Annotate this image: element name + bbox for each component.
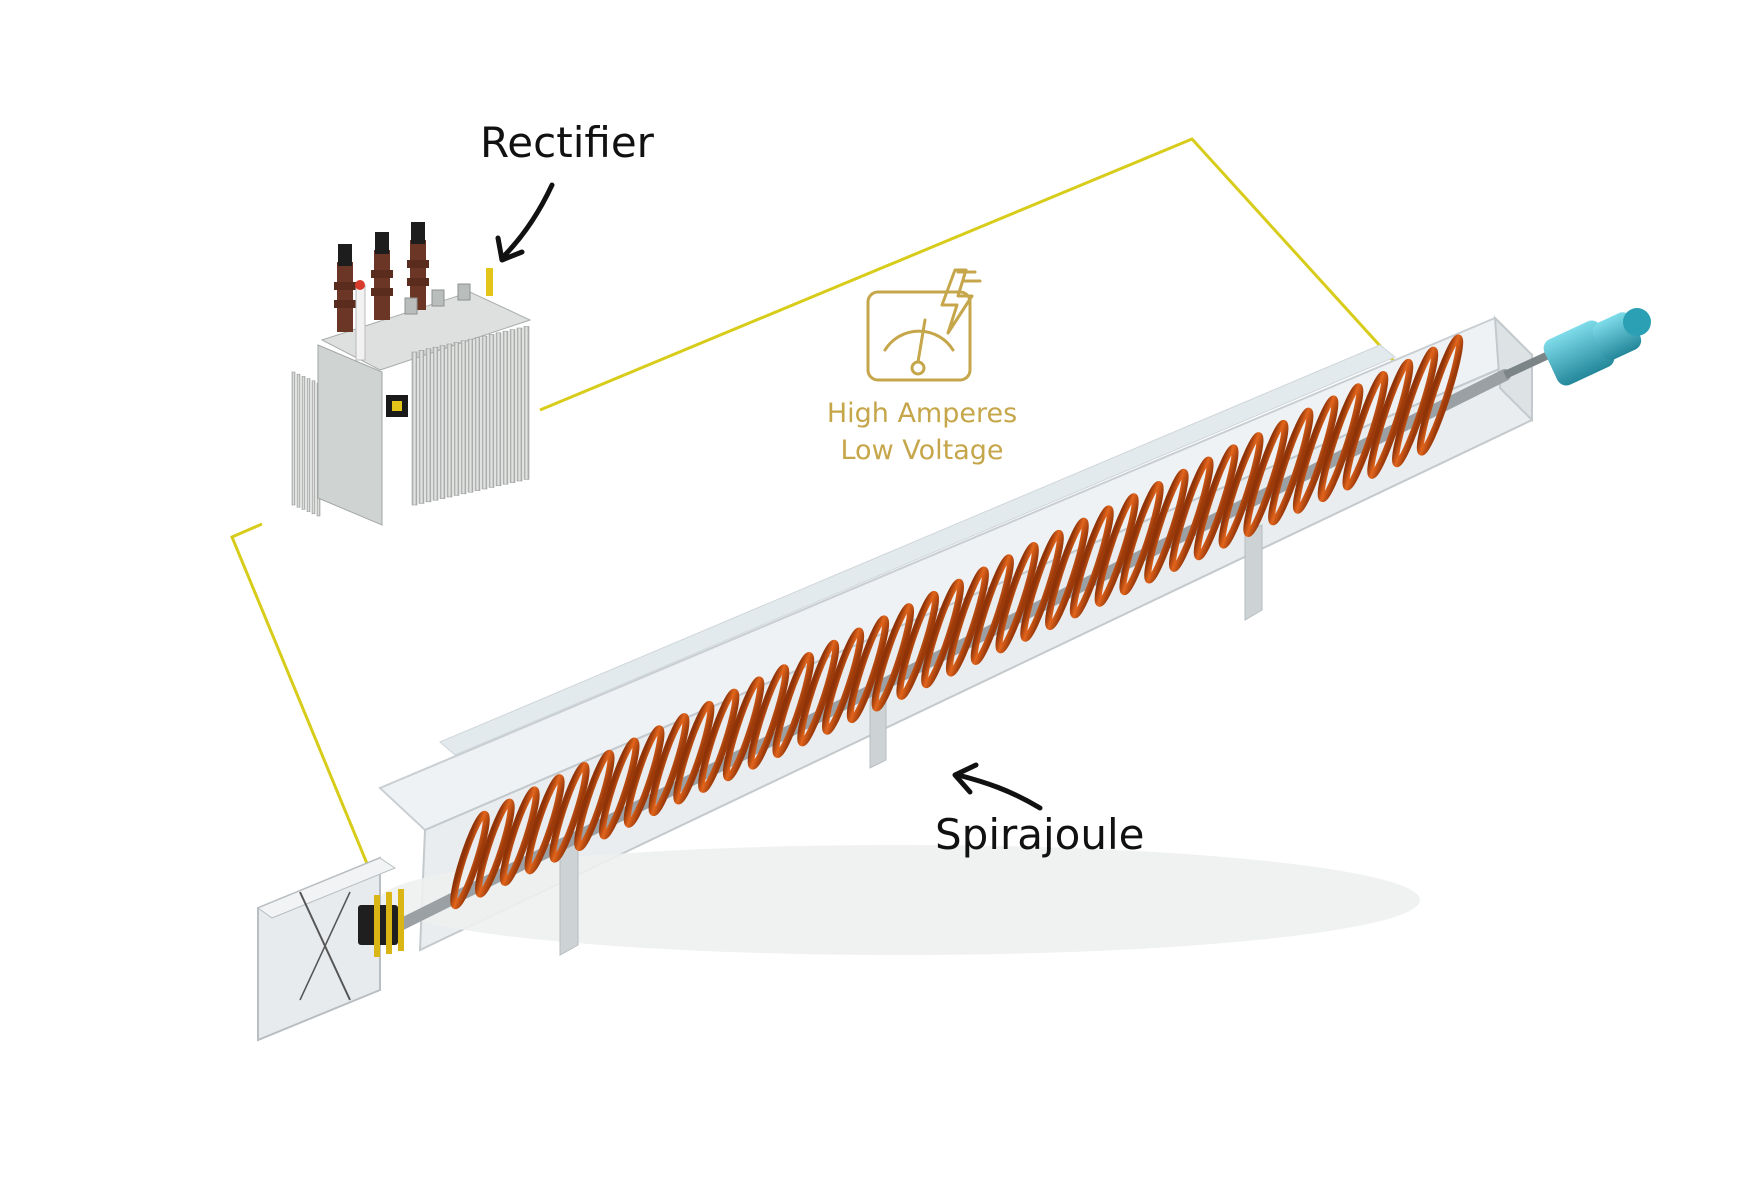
- spirajoule-label: Spirajoule: [935, 810, 1145, 859]
- coil-loop: [822, 627, 865, 735]
- coil-loop: [747, 664, 790, 770]
- coil-loop: [1218, 432, 1264, 549]
- cooling-fin: [460, 340, 467, 495]
- info-line-1: High Amperes: [826, 398, 1018, 429]
- cooling-fin: [306, 378, 311, 512]
- cooling-fin: [439, 345, 446, 499]
- cooling-fin: [516, 327, 523, 482]
- coil-loop: [1094, 493, 1139, 607]
- cooling-fins-right: [411, 326, 530, 506]
- cooling-fin: [425, 348, 432, 503]
- coil-loop: [1367, 358, 1414, 479]
- coil-loop: [1292, 395, 1339, 514]
- electric-meter-icon: [866, 268, 982, 382]
- cooling-fin: [418, 350, 425, 504]
- coil-loop: [1119, 480, 1164, 596]
- coil-loop: [772, 651, 815, 759]
- coil-loop: [1317, 383, 1364, 503]
- cooling-fin: [502, 330, 509, 485]
- coil-loop: [450, 810, 490, 910]
- bushings: [334, 222, 493, 361]
- coil-loop: [598, 737, 640, 840]
- floor-shadow: [380, 845, 1420, 955]
- rectifier-label: Rectifier: [480, 118, 654, 167]
- coil-loop: [524, 774, 565, 875]
- coil-loop: [673, 700, 715, 805]
- cooling-fin: [467, 338, 474, 493]
- cooling-fin: [523, 326, 530, 480]
- cooling-fin: [488, 334, 495, 488]
- cooling-fins-left: [291, 371, 321, 517]
- coil-loop: [1193, 444, 1239, 561]
- coil-loop: [797, 639, 840, 747]
- coil-loop: [698, 688, 740, 793]
- coil-loop: [921, 578, 964, 689]
- cooling-fin: [301, 376, 306, 510]
- coil-loop: [499, 786, 540, 886]
- coil-loop: [896, 590, 940, 700]
- power-info-label: High Amperes Low Voltage: [817, 395, 1027, 469]
- outlet-box: [256, 856, 397, 1042]
- spiral-coil: [450, 334, 1464, 910]
- hand-drawn-arrow-icon: [955, 772, 1043, 811]
- coil-loop: [648, 713, 690, 817]
- coil-loop: [995, 542, 1039, 654]
- rectifier-unit: [291, 222, 532, 526]
- coil-loop: [1342, 371, 1389, 491]
- wire-upper: [539, 137, 1404, 412]
- cooling-fin: [446, 343, 453, 498]
- coil-loop: [1144, 468, 1189, 584]
- coil-loop: [722, 676, 765, 782]
- arrow-head-rectifier: [495, 235, 525, 263]
- cooling-fin: [432, 346, 439, 501]
- info-line-2: Low Voltage: [840, 435, 1004, 466]
- hand-drawn-arrow-icon: [499, 182, 555, 261]
- coil-loop: [1268, 407, 1314, 526]
- coil-loop: [846, 615, 890, 724]
- cooling-fin: [296, 373, 301, 508]
- arrow-head-spirajoule: [952, 762, 979, 795]
- coil-loop: [475, 798, 515, 898]
- coil-loop: [1416, 334, 1464, 456]
- cooling-fin: [311, 380, 316, 515]
- coil-loop: [1392, 346, 1439, 468]
- coil-loop: [623, 725, 665, 828]
- coil-loop: [970, 554, 1014, 665]
- cooling-fin: [481, 335, 488, 490]
- coil-loop: [574, 749, 615, 852]
- coil-loop: [1045, 517, 1089, 631]
- housing-top-trim: [439, 344, 1396, 756]
- current-connector: [358, 889, 404, 957]
- wire-lower: [230, 522, 382, 896]
- coil-loop: [945, 566, 989, 677]
- coil-loop: [1020, 529, 1064, 642]
- cooling-fin: [509, 329, 516, 483]
- cooling-fin: [411, 351, 418, 506]
- coil-loop: [1069, 505, 1114, 619]
- cooling-fin: [291, 371, 296, 506]
- cooling-fin: [474, 337, 481, 491]
- coil-loop: [549, 761, 590, 863]
- cooling-fin: [495, 332, 502, 487]
- coil-loop: [1243, 419, 1289, 538]
- cooling-fin: [453, 342, 460, 496]
- coil-loop: [871, 603, 915, 712]
- gearmotor: [1503, 308, 1651, 386]
- coil-loop: [1168, 456, 1214, 572]
